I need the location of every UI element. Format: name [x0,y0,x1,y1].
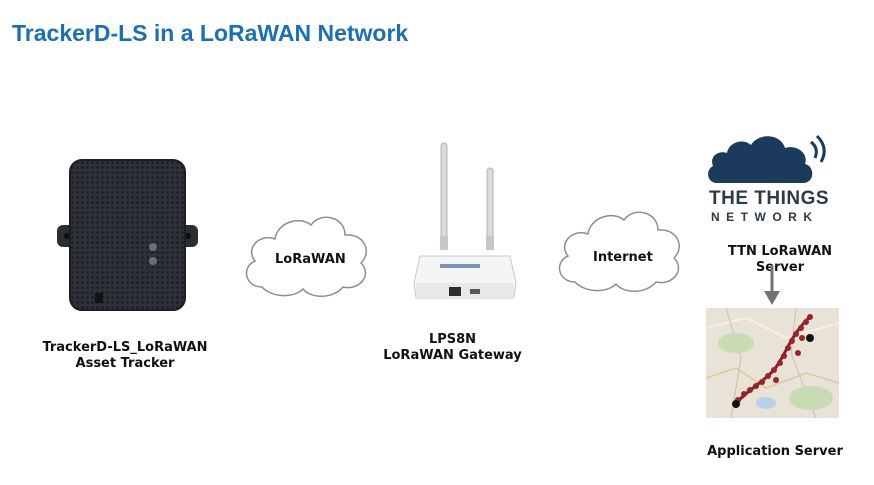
ttn-server-label: TTN LoRaWAN Server [727,244,833,275]
application-server-label: Application Server [707,444,843,459]
lorawan-cloud-label: LoRaWAN [275,252,346,267]
tracker-label-line1: TrackerD-LS_LoRaWAN [42,340,208,355]
tracker-label: TrackerD-LS_LoRaWAN Asset Tracker [30,340,220,372]
application-map-image [706,308,839,418]
tracker-label-line2: Asset Tracker [75,356,175,371]
gateway-device-image [413,142,517,299]
internet-cloud-label: Internet [593,250,653,265]
ttn-logo-line2: NETWORK [711,210,819,224]
ttn-logo-line1: THE THINGS [709,188,830,209]
gateway-label-line1: LPS8N [428,332,477,347]
gateway-label-line2: LoRaWAN Gateway [383,348,522,363]
down-arrow-icon [764,265,780,305]
tracker-device-image [57,159,198,311]
ttn-cloud-logo-icon [708,134,826,183]
lorawan-cloud-icon [245,216,367,297]
page-title: TrackerD-LS in a LoRaWAN Network [12,20,409,46]
gateway-label: LPS8N LoRaWAN Gateway [370,332,535,364]
internet-cloud-icon [558,211,680,292]
